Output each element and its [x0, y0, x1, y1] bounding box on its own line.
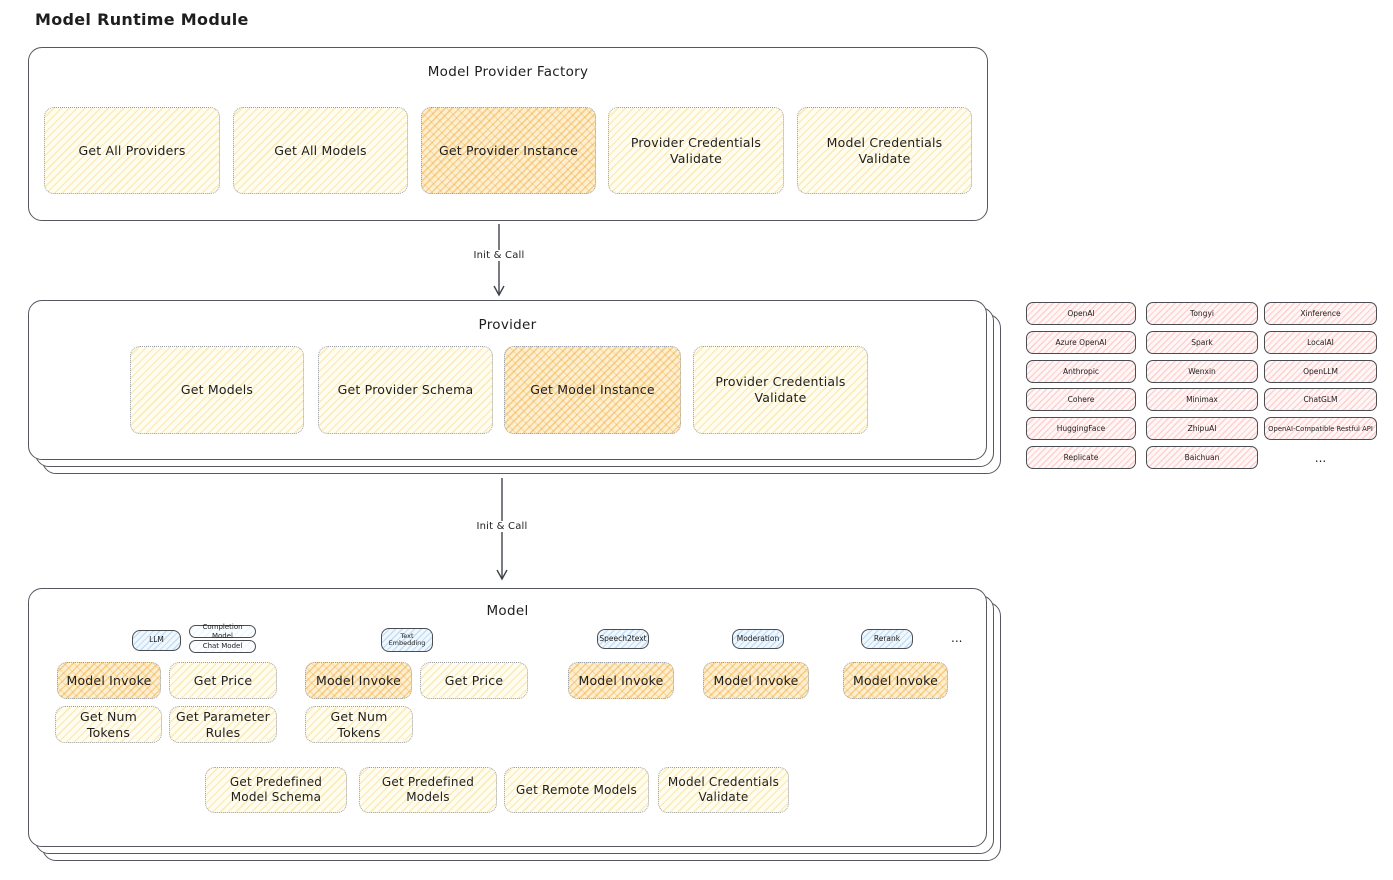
vendor-tongyi: Tongyi	[1146, 302, 1258, 325]
vendor-openllm: OpenLLM	[1264, 360, 1377, 383]
node-get-provider-schema: Get Provider Schema	[318, 346, 493, 434]
tag-rerank: Rerank	[861, 629, 913, 649]
node-llm-get-num-tokens: Get Num Tokens	[55, 706, 162, 743]
tag-llm: LLM	[132, 630, 181, 651]
model-panel: Model LLM Completion Model Chat Model Te…	[28, 588, 987, 847]
vendor-huggingface: HuggingFace	[1026, 417, 1136, 440]
tag-chat-model: Chat Model	[189, 640, 256, 653]
vendor-xinference: Xinference	[1264, 302, 1377, 325]
vendor-cohere: Cohere	[1026, 388, 1136, 411]
page-title: Model Runtime Module	[35, 10, 249, 29]
vendor-openai-compatible-restful-api: OpenAI-Compatible Restful API	[1264, 417, 1377, 440]
factory-panel: Model Provider Factory Get All Providers…	[28, 47, 988, 221]
init-call-label-1: Init & Call	[468, 250, 530, 261]
vendor-minimax: Minimax	[1146, 388, 1258, 411]
node-embedding-get-num-tokens: Get Num Tokens	[305, 706, 413, 743]
node-get-all-providers: Get All Providers	[44, 107, 220, 194]
provider-panel-title: Provider	[478, 317, 537, 333]
node-llm-get-price: Get Price	[169, 662, 277, 699]
factory-panel-title: Model Provider Factory	[427, 64, 589, 80]
vendor-replicate: Replicate	[1026, 446, 1136, 469]
init-call-label-2: Init & Call	[471, 521, 533, 532]
vendor-zhipuai: ZhipuAI	[1146, 417, 1258, 440]
vendor-wenxin: Wenxin	[1146, 360, 1258, 383]
node-llm-model-invoke: Model Invoke	[57, 662, 161, 699]
node-model-credentials-validate: Model Credentials Validate	[797, 107, 972, 194]
node-get-predefined-model-schema: Get Predefined Model Schema	[205, 767, 347, 813]
init-call-arrow-1	[493, 224, 505, 297]
vendor-anthropic: Anthropic	[1026, 360, 1136, 383]
provider-panel: Provider Get Models Get Provider Schema …	[28, 300, 987, 460]
vendor-azure-openai: Azure OpenAI	[1026, 331, 1136, 354]
node-speech2text-model-invoke: Model Invoke	[568, 662, 674, 699]
node-embedding-model-invoke: Model Invoke	[305, 662, 412, 699]
vendor-spark: Spark	[1146, 331, 1258, 354]
node-moderation-model-invoke: Model Invoke	[703, 662, 809, 699]
node-get-all-models: Get All Models	[233, 107, 408, 194]
node-rerank-model-invoke: Model Invoke	[843, 662, 948, 699]
vendor-chatglm: ChatGLM	[1264, 388, 1377, 411]
tag-text-embedding: Text Embedding	[381, 628, 433, 652]
vendor-localai: LocalAI	[1264, 331, 1377, 354]
node-get-models: Get Models	[130, 346, 304, 434]
vendors-ellipsis: ...	[1314, 450, 1327, 465]
node-get-provider-instance: Get Provider Instance	[421, 107, 596, 194]
node-provider-credentials-validate-2: Provider Credentials Validate	[693, 346, 868, 434]
vendor-openai: OpenAI	[1026, 302, 1136, 325]
node-embedding-get-price: Get Price	[420, 662, 528, 699]
model-panel-title: Model	[486, 603, 529, 619]
tag-moderation: Moderation	[732, 629, 784, 649]
tags-ellipsis: ...	[951, 631, 963, 645]
node-get-predefined-models: Get Predefined Models	[359, 767, 497, 813]
node-get-remote-models: Get Remote Models	[504, 767, 649, 813]
vendor-baichuan: Baichuan	[1146, 446, 1258, 469]
node-model-credentials-validate-2: Model Credentials Validate	[658, 767, 789, 813]
tag-completion-model: Completion Model	[189, 623, 256, 640]
node-get-model-instance: Get Model Instance	[504, 346, 681, 434]
node-provider-credentials-validate: Provider Credentials Validate	[608, 107, 784, 194]
tag-speech2text: Speech2text	[597, 629, 649, 649]
node-llm-get-parameter-rules: Get Parameter Rules	[169, 706, 277, 743]
